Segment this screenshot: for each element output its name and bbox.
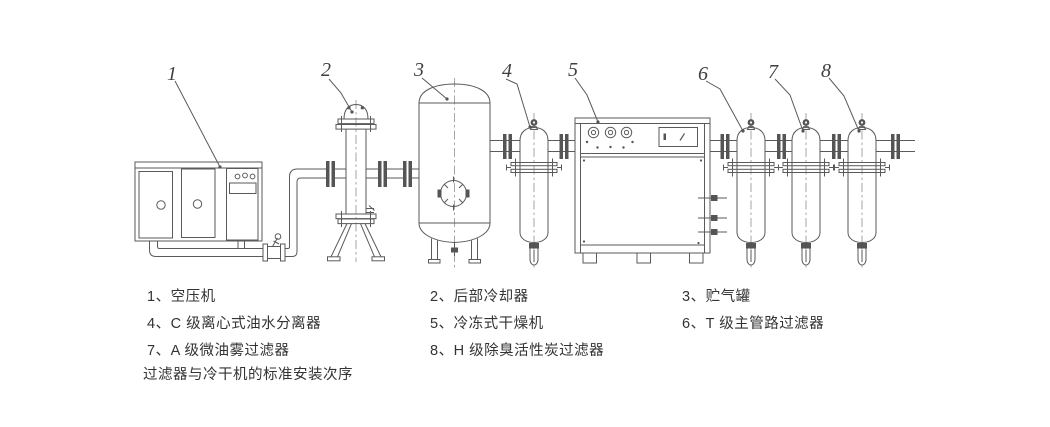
legend-item-3: 3、贮气罐 (682, 289, 751, 305)
gauge-cluster (585, 126, 634, 149)
legend-item-1: 1、空压机 (147, 289, 216, 305)
legend-item-4: 4、C 级离心式油水分离器 (147, 316, 322, 332)
aftercooler (327, 103, 385, 262)
pipe-filter-a-to-h (820, 134, 848, 159)
marker-3: 3 (413, 59, 424, 81)
pipe-aftercooler-to-tank (378, 161, 419, 187)
manhole (437, 176, 470, 211)
marker-4: 4 (502, 60, 512, 82)
pipe-separator-to-dryer (548, 134, 575, 159)
marker-8: 8 (821, 60, 831, 82)
shutoff-valve (262, 233, 286, 262)
outlet-pipe (876, 134, 915, 159)
pipe-dryer-to-filter-t (710, 134, 737, 159)
legend-item-7: 7、A 级微油雾过滤器 (147, 343, 290, 359)
marker-labels: 1 2 3 4 5 6 7 8 (167, 59, 861, 169)
air-receiver-tank (418, 83, 491, 264)
marker-2: 2 (321, 59, 331, 81)
refrigerated-dryer (574, 117, 727, 264)
marker-5: 5 (568, 59, 578, 81)
legend-item-2: 2、后部冷却器 (430, 289, 529, 305)
pipe-filter-t-to-a (765, 134, 792, 159)
discharge-piping (149, 161, 346, 262)
service-connections (698, 195, 727, 235)
air-compressor (134, 161, 263, 249)
marker-1: 1 (167, 63, 177, 85)
pipe-tank-to-separator (490, 134, 520, 159)
legend-item-5: 5、冷冻式干燥机 (430, 316, 544, 332)
legend-footer: 过滤器与冷干机的标准安装次序 (143, 367, 353, 383)
marker-7: 7 (768, 61, 779, 83)
marker-6: 6 (698, 63, 708, 85)
legend-item-8: 8、H 级除臭活性炭过滤器 (430, 343, 605, 359)
control-panel (226, 168, 259, 241)
indicator-window (658, 127, 698, 147)
legend-item-6: 6、T 级主管路过滤器 (682, 316, 825, 332)
